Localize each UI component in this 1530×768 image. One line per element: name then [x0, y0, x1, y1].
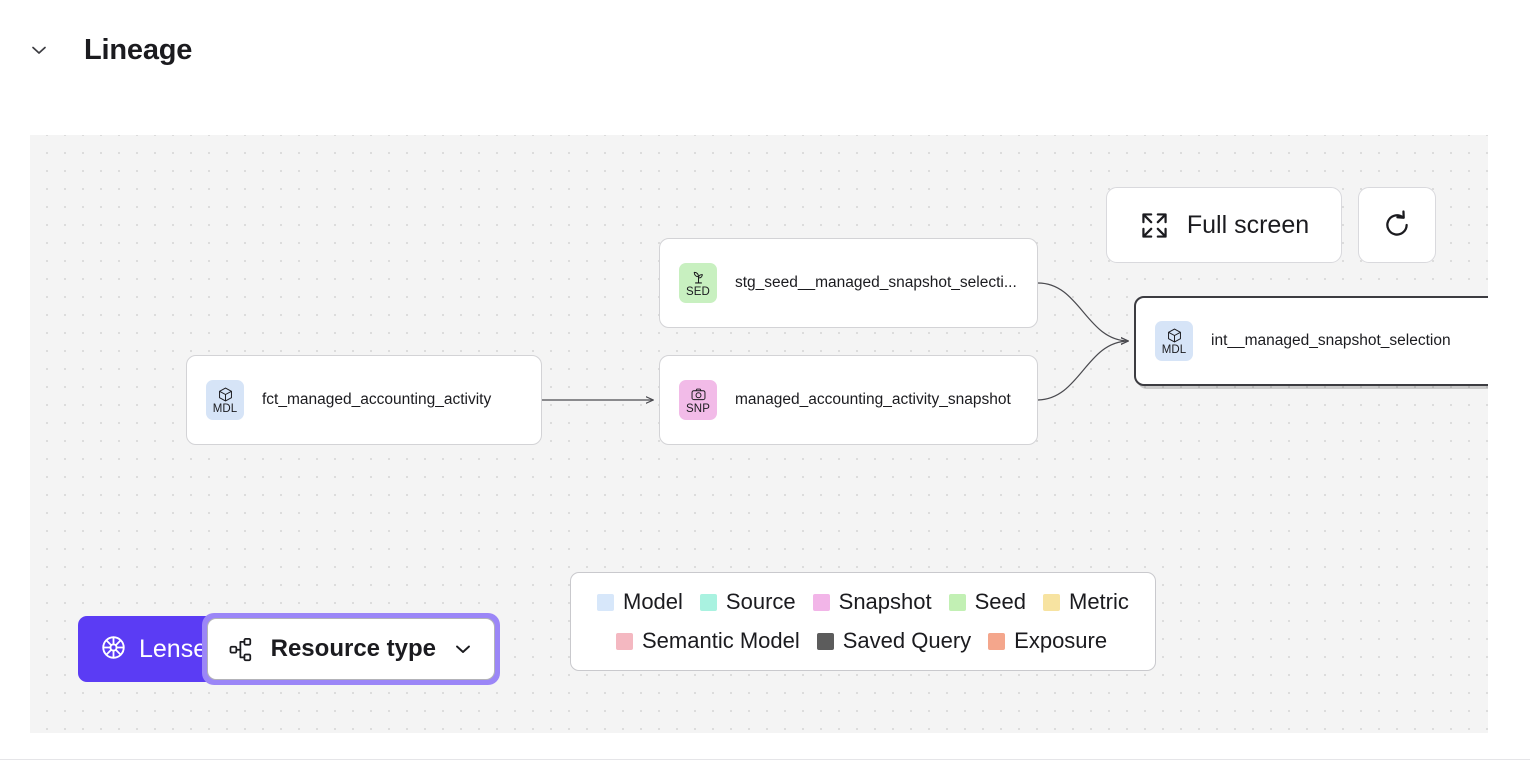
node-badge-code: SNP: [686, 402, 710, 415]
lineage-node-stg-seed-managed-snapshot-selection[interactable]: SED stg_seed__managed_snapshot_selecti..…: [659, 238, 1038, 328]
cube-icon: [1166, 327, 1183, 344]
bottom-divider: [0, 759, 1530, 760]
node-badge-sed: SED: [679, 263, 717, 303]
node-badge-mdl: MDL: [206, 380, 244, 420]
lineage-canvas[interactable]: MDL fct_managed_accounting_activity SED …: [30, 135, 1488, 733]
full-screen-label: Full screen: [1186, 210, 1310, 239]
lineage-node-managed-accounting-activity-snapshot[interactable]: SNP managed_accounting_activity_snapshot: [659, 355, 1038, 445]
legend-label: Saved Query: [842, 628, 972, 653]
legend-swatch: [816, 632, 834, 650]
sprout-icon: [690, 269, 707, 286]
legend-swatch: [616, 632, 633, 650]
legend-item-model: Model: [597, 589, 683, 615]
node-label: int__managed_snapshot_selection: [1211, 332, 1451, 349]
cube-icon: [217, 386, 234, 403]
legend-label: Semantic Model: [642, 628, 800, 653]
legend-label: Seed: [974, 589, 1026, 614]
hierarchy-icon: [228, 636, 255, 663]
legend-label: Model: [623, 589, 683, 614]
node-label: managed_accounting_activity_snapshot: [735, 391, 1011, 408]
lineage-section-header: Lineage: [0, 0, 1530, 100]
lineage-toolbar: Full screen: [1106, 187, 1436, 263]
legend-item-seed: Seed: [948, 589, 1026, 615]
lineage-node-fct-managed-accounting-activity[interactable]: MDL fct_managed_accounting_activity: [186, 355, 542, 445]
node-label: stg_seed__managed_snapshot_selecti...: [735, 274, 1017, 291]
node-badge-code: MDL: [212, 402, 238, 415]
expand-icon: [1139, 210, 1170, 241]
legend-swatch: [812, 593, 830, 611]
legend-label: Metric: [1069, 589, 1129, 614]
lenses-bar: Lenses Resource type: [78, 613, 501, 685]
legend-item-saved-query: Saved Query: [816, 628, 972, 654]
aperture-icon: [100, 634, 127, 664]
page-title: Lineage: [84, 33, 193, 66]
node-badge-mdl: MDL: [1155, 321, 1193, 361]
legend-item-exposure: Exposure: [988, 628, 1107, 654]
legend-swatch: [1043, 593, 1060, 611]
legend-label: Snapshot: [838, 589, 932, 614]
resource-type-label: Resource type: [270, 635, 437, 662]
lineage-node-int-managed-snapshot-selection[interactable]: MDL int__managed_snapshot_selection: [1134, 296, 1488, 386]
lineage-collapse-toggle[interactable]: [22, 33, 56, 67]
node-badge-code: SED: [686, 285, 710, 298]
legend-label: Exposure: [1014, 628, 1108, 653]
legend-row: Model Source Snapshot Seed Metric: [597, 589, 1129, 615]
node-label: fct_managed_accounting_activity: [262, 391, 492, 408]
resource-type-focus-ring: Resource type: [201, 613, 501, 685]
node-badge-snp: SNP: [679, 380, 717, 420]
resource-type-dropdown[interactable]: Resource type: [206, 618, 496, 680]
legend-swatch: [948, 593, 966, 611]
camera-icon: [690, 386, 707, 403]
refresh-icon: [1380, 208, 1414, 242]
legend-swatch: [597, 593, 614, 611]
chevron-down-icon: [452, 638, 474, 660]
node-badge-code: MDL: [1161, 343, 1187, 356]
legend-swatch: [699, 593, 717, 611]
refresh-button[interactable]: [1358, 187, 1436, 263]
legend-item-semantic-model: Semantic Model: [616, 628, 800, 654]
legend-item-source: Source: [699, 589, 796, 615]
legend-item-metric: Metric: [1043, 589, 1129, 615]
legend-label: Source: [725, 589, 796, 614]
chevron-down-icon: [28, 39, 50, 61]
lineage-legend: Model Source Snapshot Seed Metric S: [570, 572, 1156, 671]
legend-item-snapshot: Snapshot: [812, 589, 932, 615]
full-screen-button[interactable]: Full screen: [1106, 187, 1342, 263]
lineage-edges: [542, 282, 1488, 733]
legend-row: Semantic Model Saved Query Exposure: [597, 628, 1129, 654]
legend-swatch: [988, 632, 1006, 650]
